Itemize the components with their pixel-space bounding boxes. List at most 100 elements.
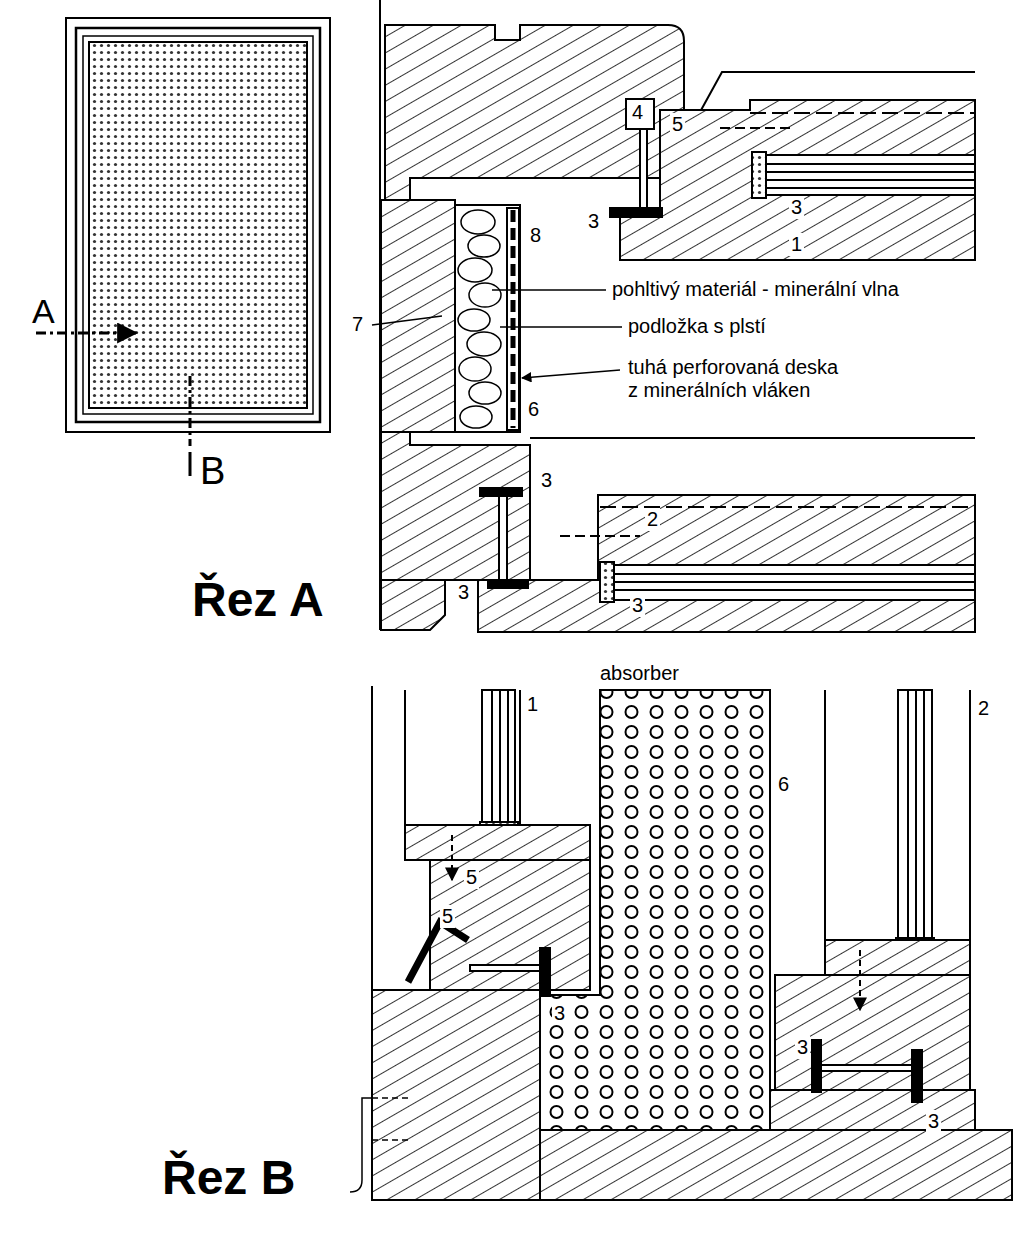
section-b-part — [969, 690, 971, 940]
section-a-part — [372, 316, 442, 325]
seal-profile-part — [610, 208, 662, 217]
section-b-part — [405, 825, 590, 860]
section-a-part — [560, 535, 640, 537]
section-a-part — [492, 289, 606, 291]
section-a-part — [620, 100, 975, 260]
material-label: podložka s plstí — [626, 315, 768, 338]
section-title: Řez B — [160, 1150, 297, 1205]
section-b-part — [372, 1097, 410, 1099]
seal-profile-part — [812, 1040, 821, 1092]
material-label: tuhá perforovaná deska z minerálních vlá… — [626, 356, 852, 402]
mineral-wool-part — [460, 406, 492, 428]
seal-profile-part — [912, 1050, 922, 1102]
section-b-part — [372, 990, 540, 1200]
glass-pane-part — [898, 690, 932, 970]
window-elevation-part — [189, 376, 192, 446]
section-title: Řez A — [190, 572, 326, 627]
section-a-part — [455, 205, 520, 432]
section-b-part — [372, 1139, 410, 1141]
seal-profile-part — [821, 1065, 916, 1071]
section-a-part — [530, 437, 975, 439]
section-marker: A — [30, 292, 57, 331]
section-a-part — [381, 200, 455, 432]
section-a-part — [522, 370, 620, 378]
glass-pane-part — [605, 581, 975, 583]
seal-profile-part — [640, 129, 647, 209]
glass-pane-part — [755, 187, 975, 189]
mineral-wool-part — [458, 258, 492, 282]
seal-profile-part — [488, 580, 528, 588]
seal-profile-part — [480, 488, 522, 496]
callout-number: 3 — [456, 581, 471, 604]
callout-number: 5 — [464, 866, 479, 889]
section-a-part — [381, 432, 530, 580]
glass-pane-part — [907, 690, 909, 970]
mineral-wool — [458, 210, 501, 428]
window-elevation-part — [89, 42, 307, 408]
callout-number: 3 — [926, 1110, 941, 1133]
seal-profile-part — [408, 922, 468, 982]
callout-number: 2 — [976, 697, 991, 720]
glass-pane-part — [600, 562, 614, 602]
section-a-part — [720, 127, 790, 129]
glass-pane — [896, 690, 934, 974]
callout-number: 6 — [776, 773, 791, 796]
callout-number: 3 — [552, 1002, 567, 1025]
section-a-part — [381, 580, 445, 630]
callout-number: 8 — [528, 224, 543, 247]
section-b — [350, 686, 1012, 1200]
callout-number: 6 — [526, 398, 541, 421]
section-a-part — [478, 495, 975, 632]
section-b-part — [451, 835, 453, 880]
glass-pane-part — [755, 179, 975, 181]
window-elevation-part — [189, 452, 192, 476]
section-b-part — [404, 690, 406, 825]
section-marker: B — [198, 450, 227, 494]
section-a-part — [511, 210, 516, 428]
glass-pane — [752, 152, 975, 198]
callout-number: 3 — [586, 210, 601, 233]
callout-number: 5 — [670, 113, 685, 136]
section-b-part — [859, 950, 861, 1010]
mineral-wool-part — [459, 357, 491, 381]
material-label: absorber — [598, 662, 681, 685]
glass-pane-part — [605, 565, 975, 600]
seal-profile-part — [499, 496, 507, 580]
window-elevation-part — [66, 18, 330, 432]
callout-number: 7 — [350, 313, 365, 336]
window-elevation-part — [83, 36, 313, 414]
section-b-part — [519, 690, 521, 825]
callout-number: 2 — [645, 508, 660, 531]
glass-pane-part — [755, 171, 975, 173]
mineral-wool-part — [469, 283, 501, 307]
seal-profile — [480, 488, 528, 588]
glass-pane-part — [752, 152, 766, 198]
section-b-part — [430, 860, 590, 990]
seal-profile — [610, 99, 662, 217]
callout-number: 1 — [525, 693, 540, 716]
seal-profile-part — [626, 99, 654, 129]
callout-number: 3 — [795, 1036, 810, 1059]
glass-pane-part — [915, 690, 917, 970]
section-b-part — [350, 1098, 372, 1192]
callout-number: 3 — [539, 469, 554, 492]
section-b-part — [825, 940, 970, 975]
section-a-part — [750, 112, 975, 114]
seal-profile — [408, 922, 922, 1102]
mineral-wool-part — [458, 309, 490, 331]
section-a — [372, 0, 975, 632]
section-b-part — [540, 1130, 1012, 1200]
callout-number: 1 — [789, 233, 804, 256]
glass-pane — [600, 562, 975, 602]
window-elevation-part — [36, 332, 136, 335]
glass-pane-part — [755, 155, 975, 195]
section-b-part — [824, 690, 826, 940]
mineral-wool-part — [467, 332, 501, 356]
window-elevation — [36, 18, 330, 476]
mineral-wool-part — [469, 382, 501, 404]
mineral-wool-part — [468, 235, 500, 257]
section-b-part — [775, 975, 970, 1090]
